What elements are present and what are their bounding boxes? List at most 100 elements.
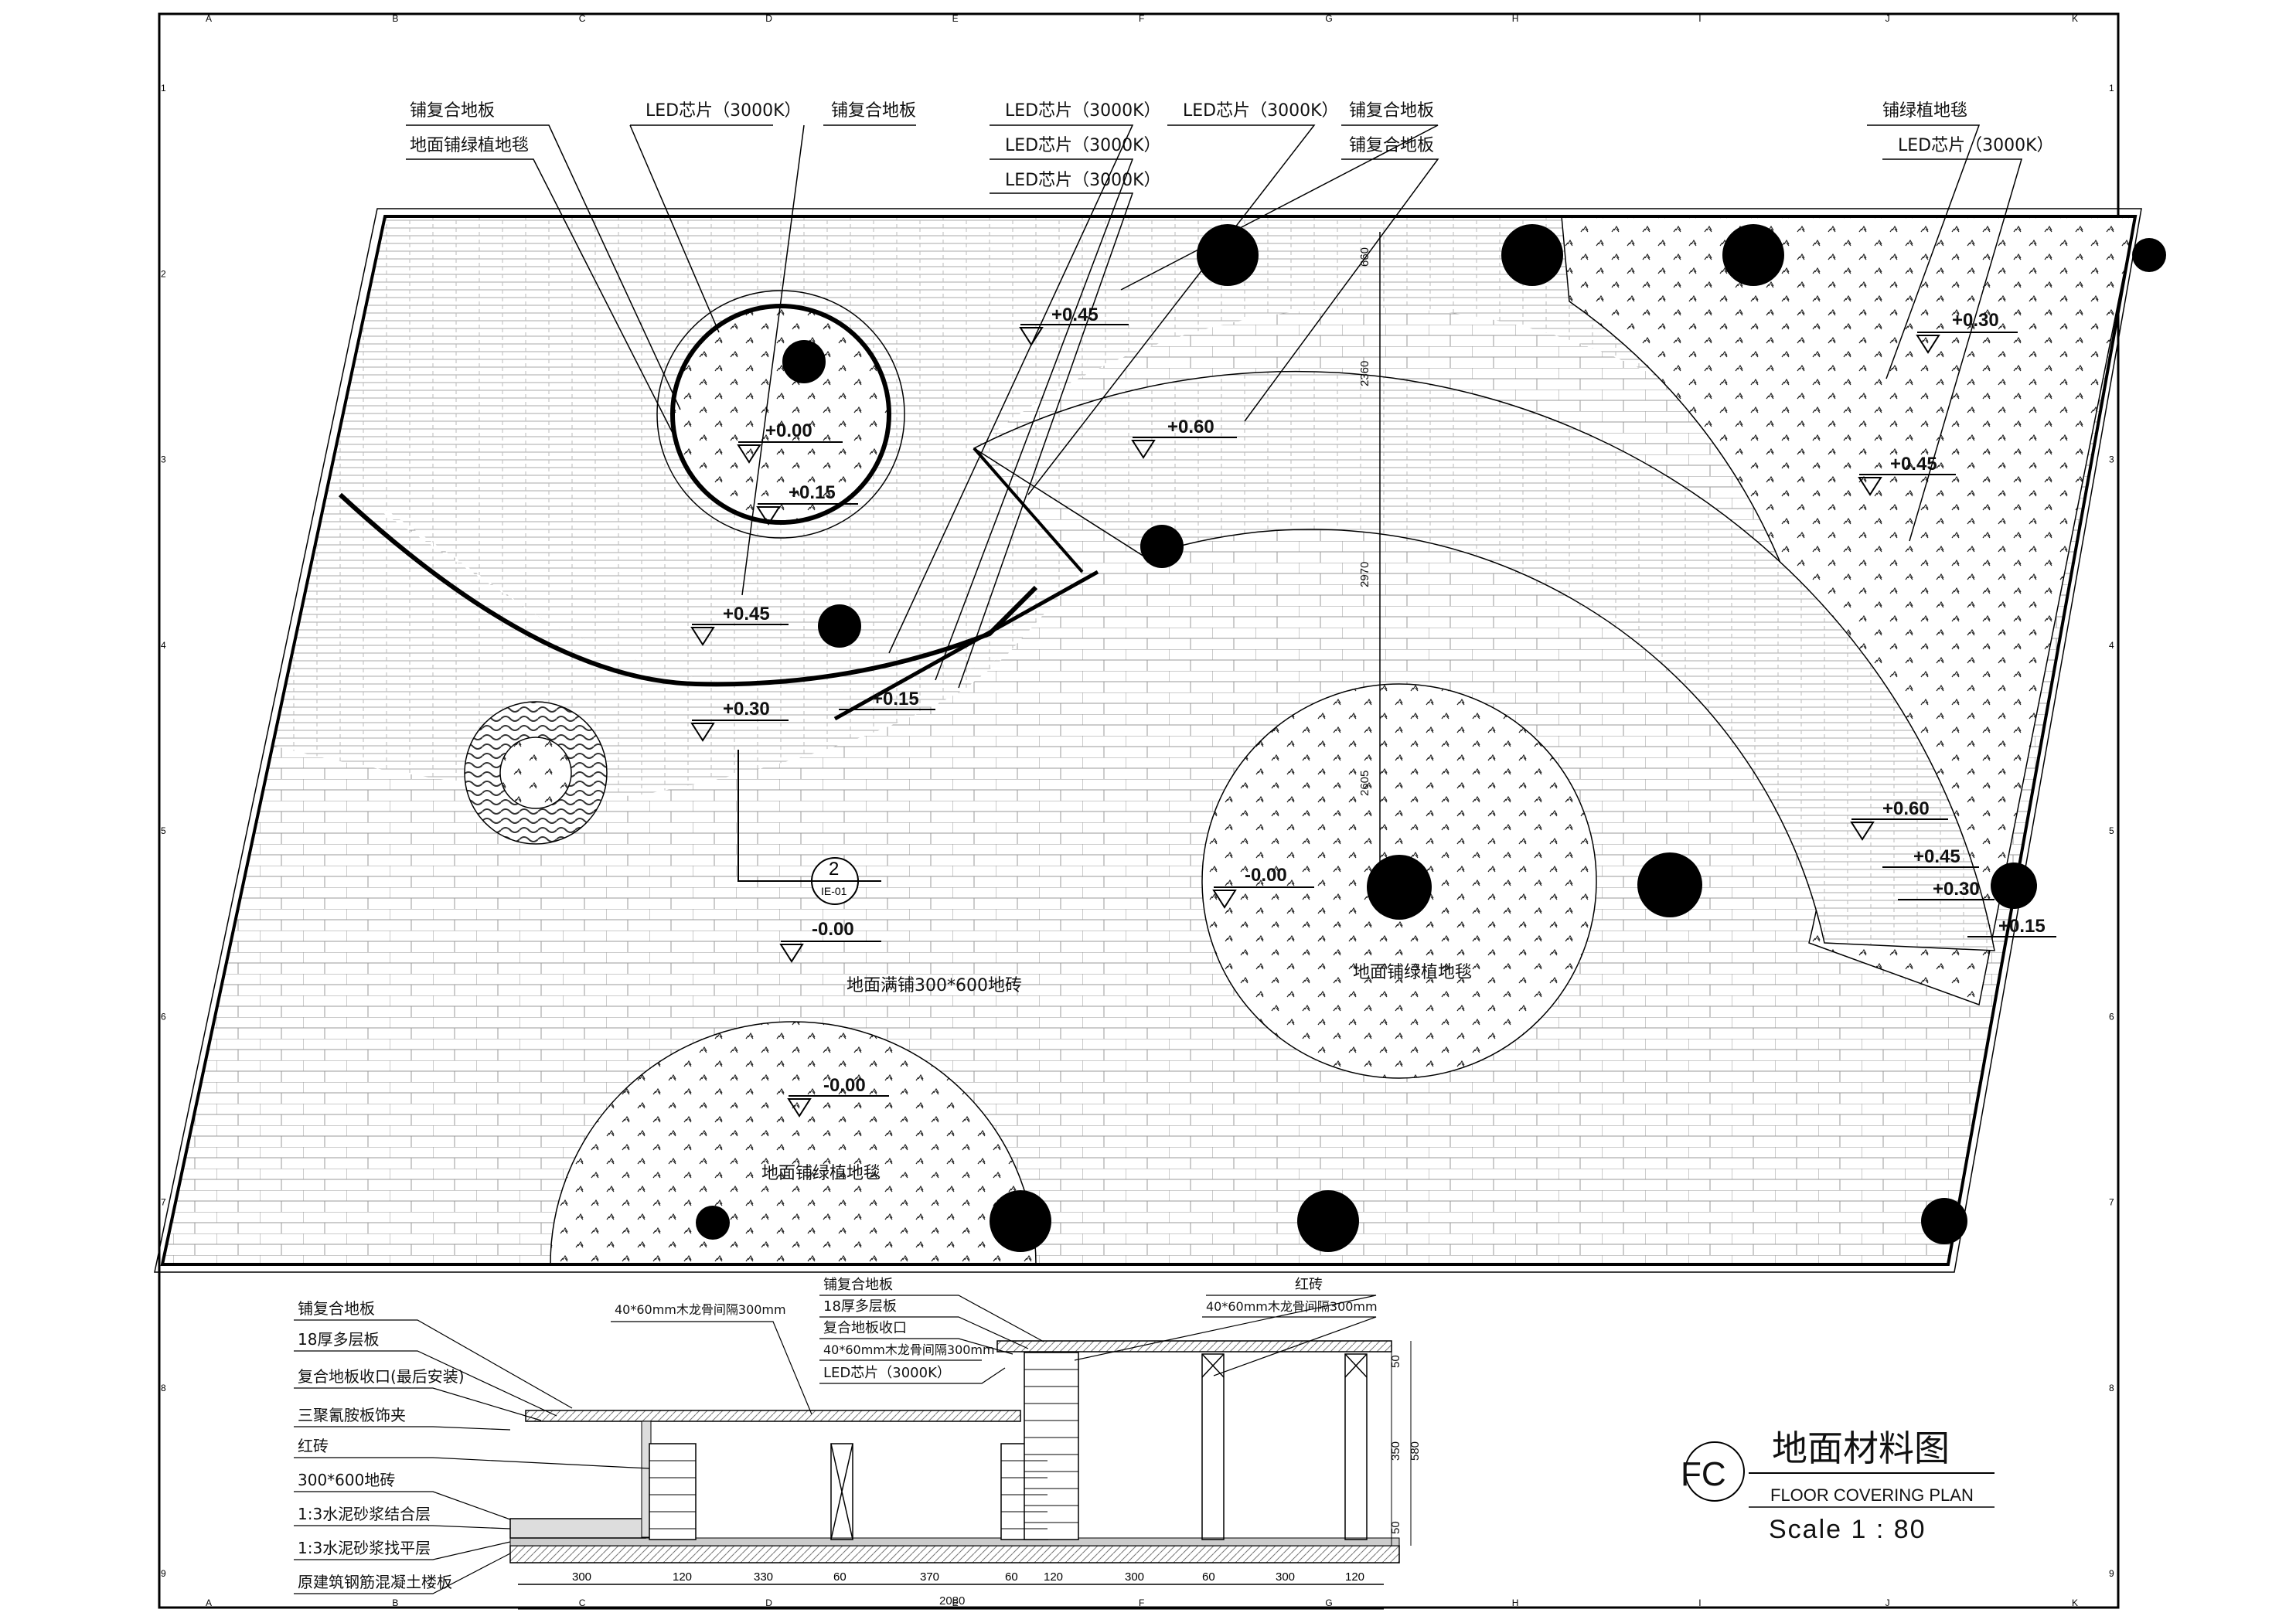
grid-letter: A xyxy=(206,13,212,24)
svg-text:红砖: 红砖 xyxy=(1295,1277,1323,1293)
svg-text:+0.15: +0.15 xyxy=(872,689,919,709)
svg-text:复合地板收口(最后安装): 复合地板收口(最后安装) xyxy=(298,1367,465,1386)
grid-number: 8 xyxy=(161,1383,166,1393)
grid-letter: K xyxy=(2072,1597,2078,1608)
grid-number: 8 xyxy=(2109,1383,2114,1393)
title-en: FLOOR COVERING PLAN xyxy=(1770,1485,1974,1505)
grid-letter: I xyxy=(1698,1597,1701,1608)
room-floor xyxy=(162,216,2135,1264)
svg-text:580: 580 xyxy=(1409,1441,1422,1461)
svg-text:+0.30: +0.30 xyxy=(1933,879,1980,900)
svg-text:复合地板收口: 复合地板收口 xyxy=(823,1320,907,1336)
grid-number: 5 xyxy=(2109,825,2114,836)
svg-text:LED芯片（3000K）: LED芯片（3000K） xyxy=(1005,136,1161,155)
grid-number: 2 xyxy=(161,268,166,279)
grid-number: 4 xyxy=(2109,640,2114,651)
grid-letter: F xyxy=(1139,1597,1144,1608)
svg-text:+0.30: +0.30 xyxy=(1952,310,1999,331)
svg-text:40*60mm木龙骨间隔300mm: 40*60mm木龙骨间隔300mm xyxy=(615,1302,786,1317)
section-dim: 300 xyxy=(1276,1570,1295,1584)
grid-letter: J xyxy=(1886,13,1890,24)
grid-ticks: AABBCCDDEEFFGGHHIIJJKK112233445566778899 xyxy=(161,13,2114,1608)
section-dim: 300 xyxy=(572,1570,591,1584)
svg-text:红砖: 红砖 xyxy=(298,1437,329,1455)
title-block: FC 地面材料图 FLOOR COVERING PLAN Scale 1 : 8… xyxy=(1681,1427,1995,1544)
svg-text:1:3水泥砂浆找平层: 1:3水泥砂浆找平层 xyxy=(298,1539,431,1557)
black-dots xyxy=(696,224,2166,1252)
svg-text:2080: 2080 xyxy=(939,1594,965,1608)
grid-number: 3 xyxy=(161,454,166,465)
svg-text:铺绿植地毯: 铺绿植地毯 xyxy=(1882,101,1967,121)
svg-text:18厚多层板: 18厚多层板 xyxy=(823,1298,897,1315)
title-scale: Scale 1 : 80 xyxy=(1769,1515,1926,1544)
svg-text:40*60mm木龙骨间隔300mm: 40*60mm木龙骨间隔300mm xyxy=(1206,1299,1378,1314)
section-dim: 120 xyxy=(1345,1570,1364,1584)
grid-number: 9 xyxy=(2109,1568,2114,1579)
svg-text:-0.00: -0.00 xyxy=(823,1075,866,1096)
svg-text:2360: 2360 xyxy=(1358,361,1371,386)
svg-text:50: 50 xyxy=(1389,1355,1402,1368)
sheet-frame xyxy=(158,12,2120,1609)
svg-text:+0.60: +0.60 xyxy=(1167,417,1214,437)
grid-number: 9 xyxy=(161,1568,166,1579)
svg-text:-0.00: -0.00 xyxy=(1245,865,1287,886)
section-dim: 330 xyxy=(754,1570,773,1584)
round-carpet-small xyxy=(670,304,891,525)
svg-text:+0.60: +0.60 xyxy=(1882,798,1930,819)
grid-letter: C xyxy=(579,1597,586,1608)
title-symbol-circle xyxy=(1685,1441,1745,1502)
grid-letter: I xyxy=(1698,13,1701,24)
section-dim: 120 xyxy=(1044,1570,1063,1584)
svg-text:铺复合地板: 铺复合地板 xyxy=(831,101,916,121)
title-cn: 地面材料图 xyxy=(1772,1427,1950,1469)
section-labels: 铺复合地板 18厚多层板 复合地板收口(最后安装) 三聚氰胺板饰夹 红砖 300… xyxy=(294,1277,1378,1594)
svg-text:18厚多层板: 18厚多层板 xyxy=(298,1330,379,1349)
svg-text:地面铺绿植地毯: 地面铺绿植地毯 xyxy=(410,136,529,155)
svg-text:2: 2 xyxy=(829,859,839,880)
title-symbol: FC xyxy=(1681,1455,1726,1493)
section-dim: 300 xyxy=(1125,1570,1144,1584)
grid-number: 7 xyxy=(2109,1197,2114,1208)
svg-text:1:3水泥砂浆结合层: 1:3水泥砂浆结合层 xyxy=(298,1505,431,1523)
grid-number: 3 xyxy=(2109,454,2114,465)
grid-letter: F xyxy=(1139,13,1144,24)
grid-number: 1 xyxy=(2109,83,2114,94)
svg-text:地面满铺300*600地砖: 地面满铺300*600地砖 xyxy=(847,976,1022,995)
grid-number: 6 xyxy=(161,1011,166,1022)
svg-text:40*60mm木龙骨间隔300mm: 40*60mm木龙骨间隔300mm xyxy=(823,1342,995,1357)
svg-text:IE-01: IE-01 xyxy=(821,885,847,897)
grid-letter: G xyxy=(1325,1597,1332,1608)
grid-letter: E xyxy=(952,1597,959,1608)
svg-text:LED芯片（3000K）: LED芯片（3000K） xyxy=(1005,171,1161,190)
led-strip-curve xyxy=(338,492,1038,687)
svg-text:地面铺绿植地毯: 地面铺绿植地毯 xyxy=(761,1164,881,1183)
svg-text:+0.30: +0.30 xyxy=(723,699,770,720)
grid-number: 1 xyxy=(161,83,166,94)
svg-text:铺复合地板: 铺复合地板 xyxy=(410,101,495,121)
svg-text:三聚氰胺板饰夹: 三聚氰胺板饰夹 xyxy=(298,1406,406,1424)
grid-letter: D xyxy=(765,13,772,24)
svg-text:LED芯片（3000K）: LED芯片（3000K） xyxy=(1898,136,2054,155)
grid-letter: D xyxy=(765,1597,772,1608)
svg-text:2970: 2970 xyxy=(1358,562,1371,587)
svg-text:-0.00: -0.00 xyxy=(812,919,854,940)
svg-text:50: 50 xyxy=(1389,1521,1402,1534)
grid-letter: H xyxy=(1512,13,1519,24)
grid-number: 5 xyxy=(161,825,166,836)
svg-text:原建筑钢筋混凝土楼板: 原建筑钢筋混凝土楼板 xyxy=(298,1573,452,1591)
section-dim: 370 xyxy=(920,1570,939,1584)
section-dim: 60 xyxy=(833,1570,847,1584)
section-dim: 60 xyxy=(1005,1570,1018,1584)
grid-number: 6 xyxy=(2109,1011,2114,1022)
grid-letter: C xyxy=(579,13,586,24)
svg-text:+0.45: +0.45 xyxy=(1913,846,1960,867)
svg-text:+0.00: +0.00 xyxy=(765,420,812,441)
grid-letter: A xyxy=(206,1597,212,1608)
grid-letter: E xyxy=(952,13,959,24)
grid-letter: B xyxy=(392,1597,398,1608)
section-dim: 60 xyxy=(1202,1570,1215,1584)
grid-letter: H xyxy=(1512,1597,1519,1608)
svg-text:铺复合地板: 铺复合地板 xyxy=(823,1277,893,1293)
